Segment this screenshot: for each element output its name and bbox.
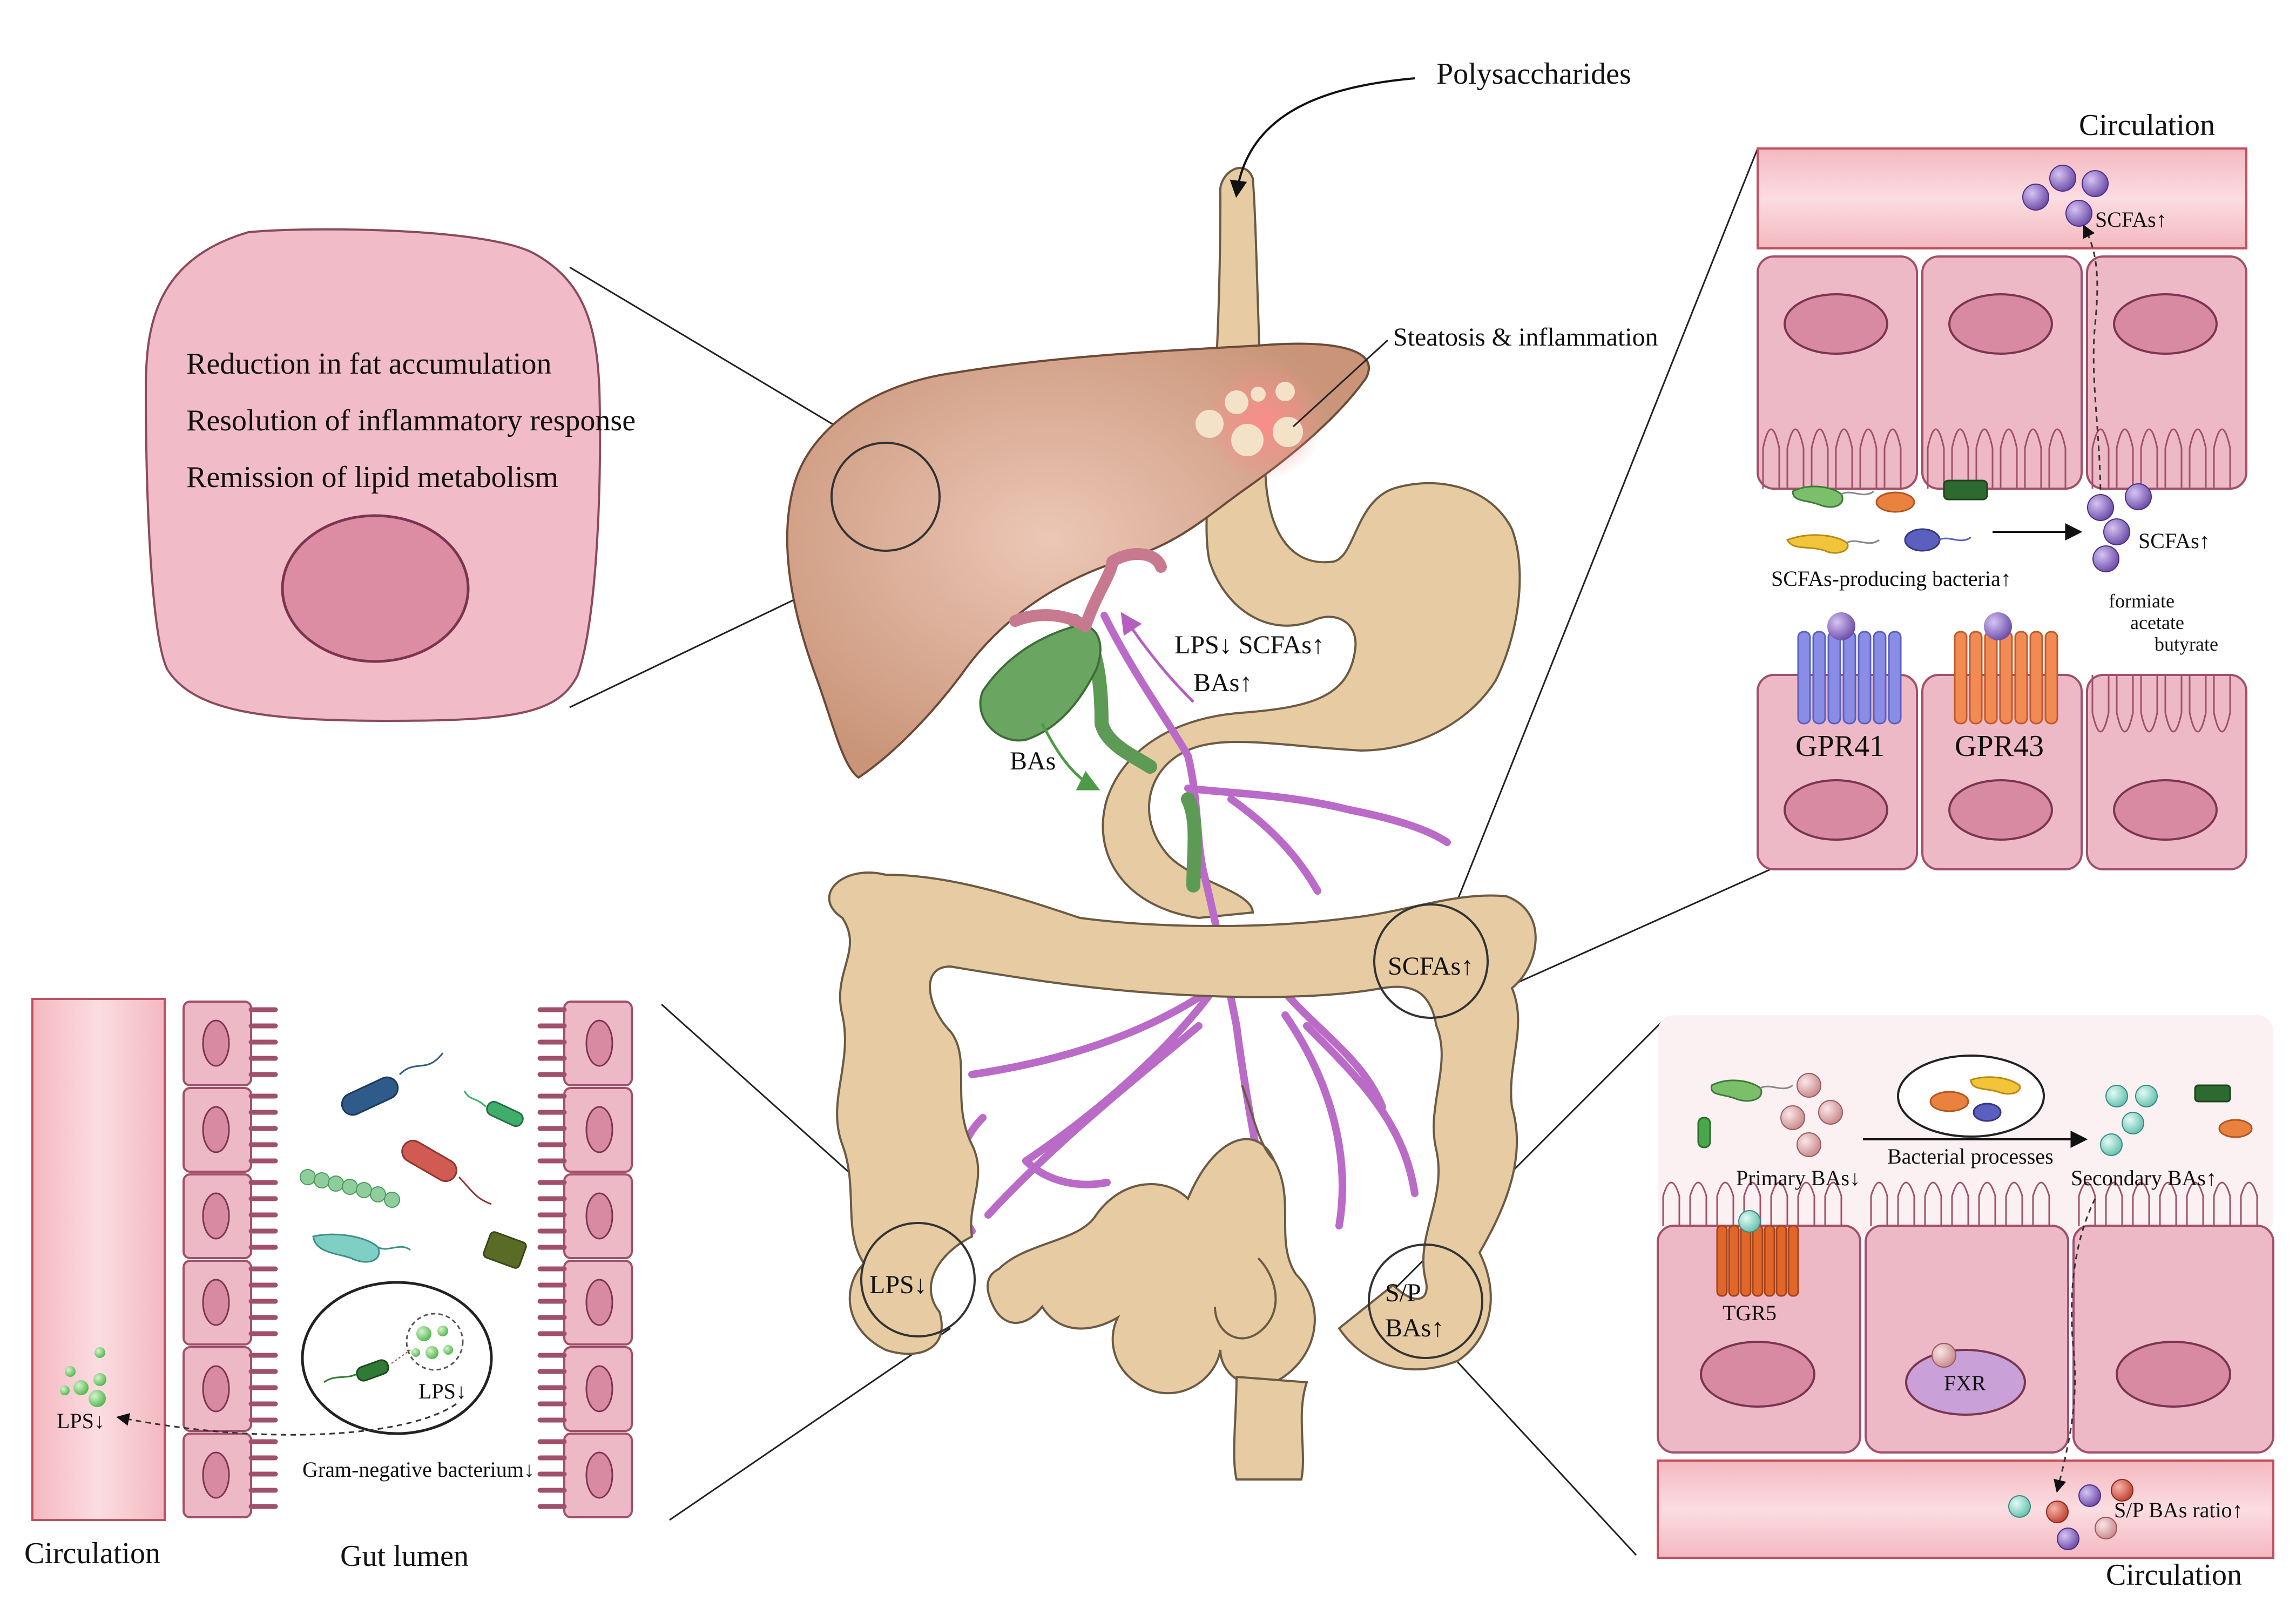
liver [786, 342, 1370, 779]
lumen-bacteria [300, 1052, 527, 1269]
gpr41-label: GPR41 [1795, 729, 1885, 763]
ba-ratio-label: S/P BAs ratio↑ [2114, 1498, 2243, 1522]
bacterial-processes-label: Bacterial processes [1887, 1144, 2054, 1168]
bacterial-processes-ellipse [1897, 1055, 2045, 1138]
sp-label-1: S/P [1385, 1279, 1421, 1307]
acid-acetate: acetate [2130, 612, 2184, 633]
scfa-top-label: SCFAs↑ [2095, 207, 2167, 232]
primary-bas-label: Primary BAs↓ [1736, 1166, 1860, 1190]
hepatocyte-line-3: Remission of lipid metabolism [186, 461, 558, 494]
scfa-up-dashed [2083, 224, 2102, 500]
ba-down-dashed [2054, 1198, 2096, 1493]
ba-circulation-vessel [1657, 1459, 2274, 1559]
acid-formiate: formiate [2109, 590, 2175, 612]
ba-panel: TGR5 FXR Circulation S/P BAs ratio↑ Prim… [1657, 1015, 2274, 1592]
polysaccharides-arrow [1230, 77, 1415, 198]
lps-molecules-inner [411, 1326, 453, 1359]
scfas-circle-label: SCFAs↑ [1388, 952, 1474, 981]
lps-circle-label: LPS↓ [869, 1271, 927, 1299]
gpr43-label: GPR43 [1955, 729, 2044, 763]
stomach [1102, 167, 1521, 920]
intestines [828, 871, 1537, 1481]
gut-lumen-label: Gut lumen [340, 1539, 469, 1573]
lps-panel: Circulation [24, 998, 633, 1573]
lps-right-cells [537, 1001, 633, 1518]
scfa-top-cells [1757, 255, 2247, 490]
steatosis-droplets [1196, 382, 1303, 456]
steatosis-pointer [1292, 339, 1389, 428]
acid-butyrate: butyrate [2155, 633, 2218, 655]
ba-circulation-label: Circulation [2106, 1558, 2242, 1592]
scfas-zoom-circle [1373, 903, 1489, 1019]
portal-purple-arrow [1120, 612, 1194, 703]
lps-left-cells [183, 1001, 278, 1518]
lps-zoom-circle [860, 1222, 976, 1337]
scfa-bacteria-label: SCFAs-producing bacteria↑ [1771, 566, 2011, 591]
scfa-molecules-top [2022, 165, 2109, 227]
hepatocyte-line-2: Resolution of inflammatory response [186, 404, 636, 437]
tgr5-ligand [1738, 1210, 1761, 1233]
hepatocyte-nucleus [281, 514, 470, 663]
lps-molecules-circulation [60, 1347, 106, 1407]
ba-molecules-circulation [2008, 1479, 2133, 1550]
scfa-panel: Circulation [1757, 109, 2247, 870]
hepatocyte-line-1: Reduction in fat accumulation [186, 347, 551, 381]
secondary-bas-label: Secondary BAs↑ [2071, 1166, 2217, 1190]
scfa-circulation-vessel [1757, 147, 2247, 249]
steatosis-label: Steatosis & inflammation [1393, 323, 1658, 352]
gpr41-receptor [1797, 631, 1902, 725]
bas-label: BAs [1010, 747, 1056, 775]
lps-bubble [406, 1313, 464, 1371]
bas-green-arrow [1041, 722, 1100, 790]
ba-cells [1657, 1181, 2274, 1454]
gram-negative-label: Gram-negative bacterium↓ [302, 1457, 535, 1482]
gpr43-ligand [1984, 612, 2012, 640]
liver-zoom-circle [830, 442, 941, 552]
ba-bacteria-left [1697, 1073, 1843, 1157]
fxr-label: FXR [1944, 1371, 1986, 1395]
gpr43-receptor [1954, 631, 2058, 725]
gut-zoom-circles [860, 903, 1489, 1359]
lps-circulation-label: Circulation [24, 1537, 160, 1570]
fxr-ligand [1932, 1343, 1956, 1368]
gpr41-ligand [1827, 612, 1855, 640]
scfa-bacteria [1786, 479, 1988, 554]
bas-up-label: BAs↑ [1193, 668, 1252, 697]
gram-negative-ellipse [301, 1281, 493, 1435]
secondary-bas-molecules [2100, 1084, 2253, 1156]
sp-label-2: BAs↑ [1385, 1314, 1444, 1342]
lps-scfas-label: LPS↓ SCFAs↑ [1174, 631, 1325, 659]
lps-circulation-vessel [31, 998, 166, 1521]
gallbladder [979, 548, 1202, 893]
bas-zoom-circle [1368, 1244, 1483, 1359]
chain-bacteria [300, 1169, 400, 1208]
lps-circulation-molecule-label: LPS↓ [57, 1409, 105, 1433]
scfa-molecules-lumen [2087, 483, 2152, 572]
polysaccharides-label: Polysaccharides [1436, 57, 1631, 91]
lps-inner-label: LPS↓ [418, 1379, 467, 1403]
hepatocyte-cell: Reduction in fat accumulation Resolution… [144, 228, 636, 722]
scfa-mid-label: SCFAs↑ [2138, 529, 2210, 553]
tgr5-receptor [1716, 1225, 1799, 1297]
scfa-circulation-label: Circulation [2079, 109, 2215, 142]
tgr5-label: TGR5 [1723, 1301, 1777, 1325]
